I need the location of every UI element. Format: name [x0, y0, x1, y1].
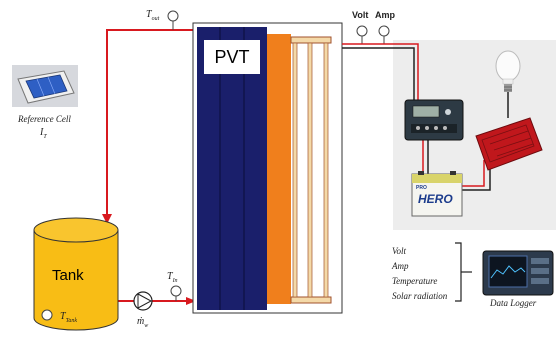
light-bulb-icon	[495, 50, 521, 92]
reference-cell-label: Reference Cell	[18, 114, 71, 124]
battery-top	[412, 174, 462, 183]
flow-arrow-down	[102, 214, 112, 224]
bottom-header-tube	[290, 296, 332, 304]
mass-flow-label: ṁw	[137, 316, 149, 329]
pvt-label: PVT	[204, 40, 260, 74]
pv-cable-negative	[342, 47, 415, 100]
controller-terminals	[411, 124, 457, 133]
inverter-cable-negative	[462, 160, 491, 191]
logger-bracket	[455, 242, 462, 302]
battery-brand-small: PRO	[416, 185, 427, 191]
t-in-sensor	[170, 285, 182, 297]
riser-tube	[307, 42, 313, 298]
data-logger	[482, 250, 554, 296]
t-tank-label: TTank	[60, 311, 78, 324]
riser-tube	[292, 42, 298, 298]
inverter	[475, 117, 543, 171]
logger-input-solar-radiation: Solar radiation	[392, 291, 448, 301]
pv-cable-positive	[342, 43, 419, 100]
pump-icon	[133, 291, 153, 311]
t-tank-sensor	[41, 309, 53, 321]
t-out-sensor	[167, 10, 179, 22]
flow-arrow-right	[186, 297, 196, 305]
amp-label: Amp	[375, 10, 395, 20]
tank-label: Tank	[52, 267, 84, 284]
reference-cell-icon	[12, 65, 78, 107]
controller-display	[412, 105, 440, 118]
hot-pipe-outlet	[106, 29, 195, 222]
logger-input-temperature: Temperature	[392, 276, 438, 286]
controller-button	[445, 109, 451, 115]
top-header-tube	[290, 36, 332, 44]
riser-tube	[323, 42, 329, 298]
data-logger-label: Data Logger	[490, 298, 537, 308]
thermal-absorber	[267, 34, 291, 304]
volt-meter	[356, 25, 368, 37]
pv-cells	[197, 27, 267, 310]
volt-label: Volt	[352, 10, 369, 20]
logger-input-amp: Amp	[392, 261, 409, 271]
inverter-cable-positive	[462, 160, 485, 187]
t-in-label: TIn	[167, 271, 178, 284]
amp-meter	[378, 25, 390, 37]
battery-brand: HERO	[418, 192, 453, 206]
irradiance-label: IT	[40, 127, 47, 140]
storage-tank	[33, 217, 119, 331]
logger-input-volt: Volt	[392, 246, 407, 256]
t-out-label: Tout	[146, 9, 160, 22]
